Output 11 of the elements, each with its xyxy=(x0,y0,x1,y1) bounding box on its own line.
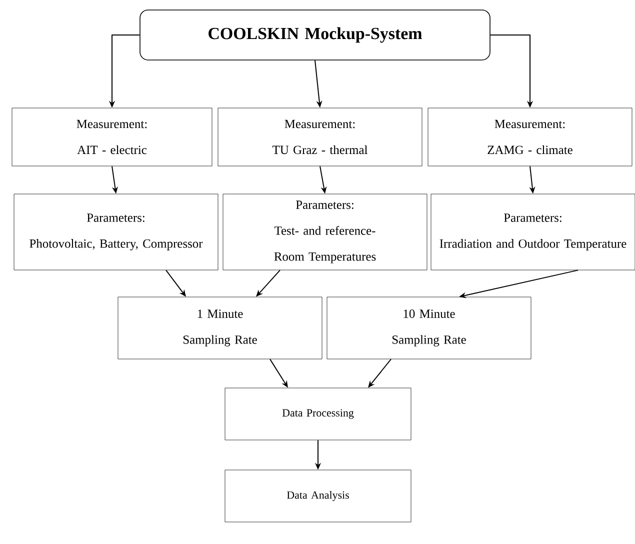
process-box: Measurement: ZAMG - climate xyxy=(428,108,632,166)
process-box: Parameters: Photovoltaic, Battery, Compressor xyxy=(14,194,218,270)
process-box: 1 Minute Sampling Rate xyxy=(118,296,322,360)
process-box: Data Analysis xyxy=(224,470,412,522)
title-box: COOLSKIN Mockup-System xyxy=(140,10,490,60)
process-box: 10 Minute Sampling Rate xyxy=(326,296,532,360)
process-box: Measurement: AIT - electric xyxy=(12,108,212,166)
process-box: Parameters: Irradiation and Outdoor Temperature xyxy=(430,194,635,270)
process-box: Parameters: Test- and reference- Room Temperatures xyxy=(222,194,428,270)
process-box: Measurement: TU Graz - thermal xyxy=(218,108,422,166)
process-box: Data Processing xyxy=(224,388,412,440)
